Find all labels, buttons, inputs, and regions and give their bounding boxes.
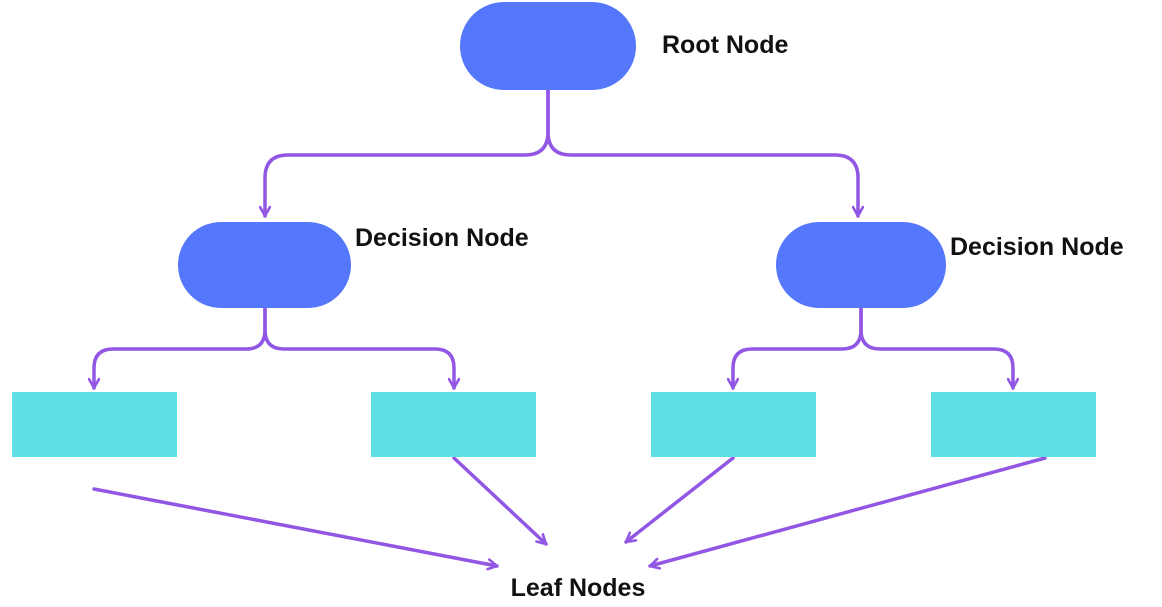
decision-node-right: [776, 222, 946, 308]
root-connectors: [265, 88, 858, 218]
leaf-2-to-label-arrow: [452, 456, 548, 546]
decision-node-left: [178, 222, 351, 308]
root-node-label: Root Node: [662, 31, 788, 59]
decision-node-left-label: Decision Node: [355, 224, 529, 252]
decision-connectors: [94, 306, 1013, 390]
leaf-node-4: [931, 392, 1096, 457]
root-to-left-decision-arrow: [265, 88, 550, 218]
leaf-label-connectors: [92, 456, 1047, 566]
leaf-3-to-label-arrow: [624, 456, 735, 544]
leaf-1-to-label-arrow: [92, 487, 499, 566]
decision-node-right-label: Decision Node: [950, 233, 1124, 261]
right-decision-to-leaf-3-arrow: [733, 306, 863, 390]
leaf-nodes-label: Leaf Nodes: [511, 574, 646, 602]
leaf-node-2: [371, 392, 536, 457]
right-decision-to-leaf-4-arrow: [859, 306, 1013, 390]
leaf-node-1: [12, 392, 177, 457]
root-node: [460, 2, 636, 90]
root-to-right-decision-arrow: [546, 88, 858, 218]
leaf-4-to-label-arrow: [648, 456, 1047, 566]
left-decision-to-leaf-2-arrow: [263, 306, 454, 390]
left-decision-to-leaf-1-arrow: [94, 306, 267, 390]
leaf-node-3: [651, 392, 816, 457]
